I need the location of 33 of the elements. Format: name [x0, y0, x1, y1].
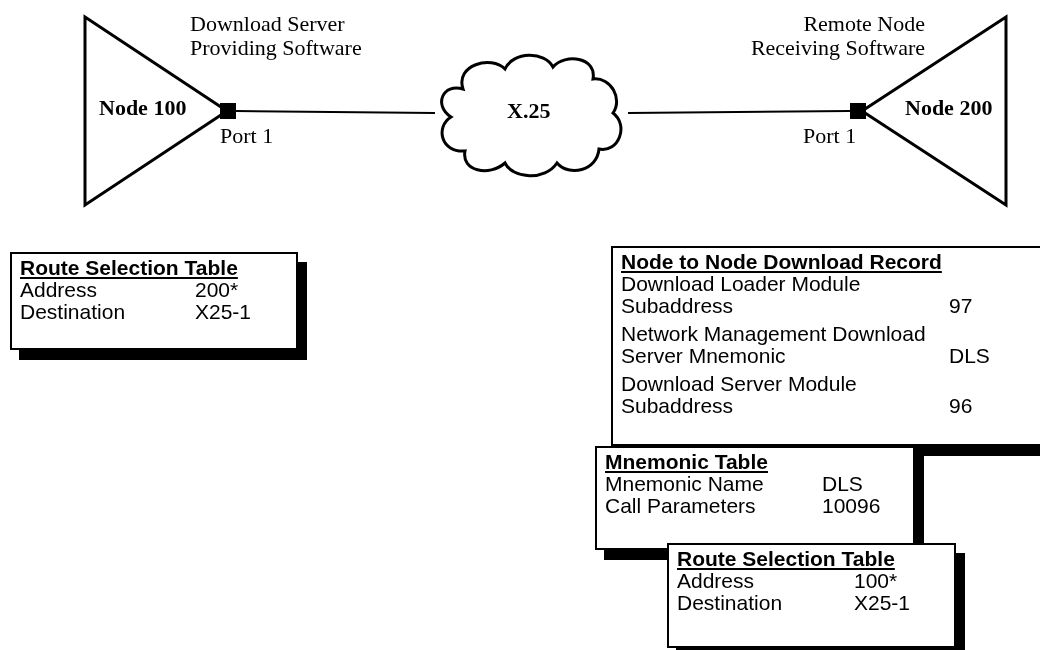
table-field-label: Address	[20, 279, 99, 301]
table-heading: Route Selection Table	[20, 257, 239, 279]
connector-line	[235, 110, 436, 114]
table-value: DLS	[949, 345, 990, 367]
caption-text: Remote Node Receiving Software	[749, 12, 925, 60]
table-value: 10096	[822, 495, 881, 517]
table-heading: Route Selection Table	[677, 548, 896, 570]
table-value: 97	[949, 295, 973, 317]
table-field-label: Network Management Download Server Mnemonic	[621, 323, 927, 367]
port-square	[850, 103, 866, 119]
port-square	[220, 103, 236, 119]
table-value: 200*	[195, 279, 239, 301]
table-value: X25-1	[854, 592, 911, 614]
table-value: X25-1	[195, 301, 252, 323]
table-field-label: Download Loader Module Subaddress	[621, 273, 862, 317]
table-field-label: Destination	[20, 301, 127, 323]
table-heading: Node to Node Download Record	[621, 251, 943, 273]
table-heading: Mnemonic Table	[605, 451, 769, 473]
table-field-label: Destination	[677, 592, 784, 614]
connector-line	[627, 110, 851, 114]
table-value: 100*	[854, 570, 898, 592]
caption-text: Download Server Providing Software	[190, 12, 363, 60]
cloud-label: X.25	[507, 99, 551, 123]
table-field-label: Address	[677, 570, 756, 592]
node-label: Node 100	[99, 96, 187, 120]
caption-text: Port 1	[803, 124, 857, 148]
table-value: DLS	[822, 473, 863, 495]
node-label: Node 200	[905, 96, 993, 120]
caption-text: Port 1	[220, 124, 274, 148]
table-field-label: Mnemonic Name	[605, 473, 765, 495]
table-value: 96	[949, 395, 973, 417]
table-field-label: Download Server Module Subaddress	[621, 373, 858, 417]
table-field-label: Call Parameters	[605, 495, 757, 517]
